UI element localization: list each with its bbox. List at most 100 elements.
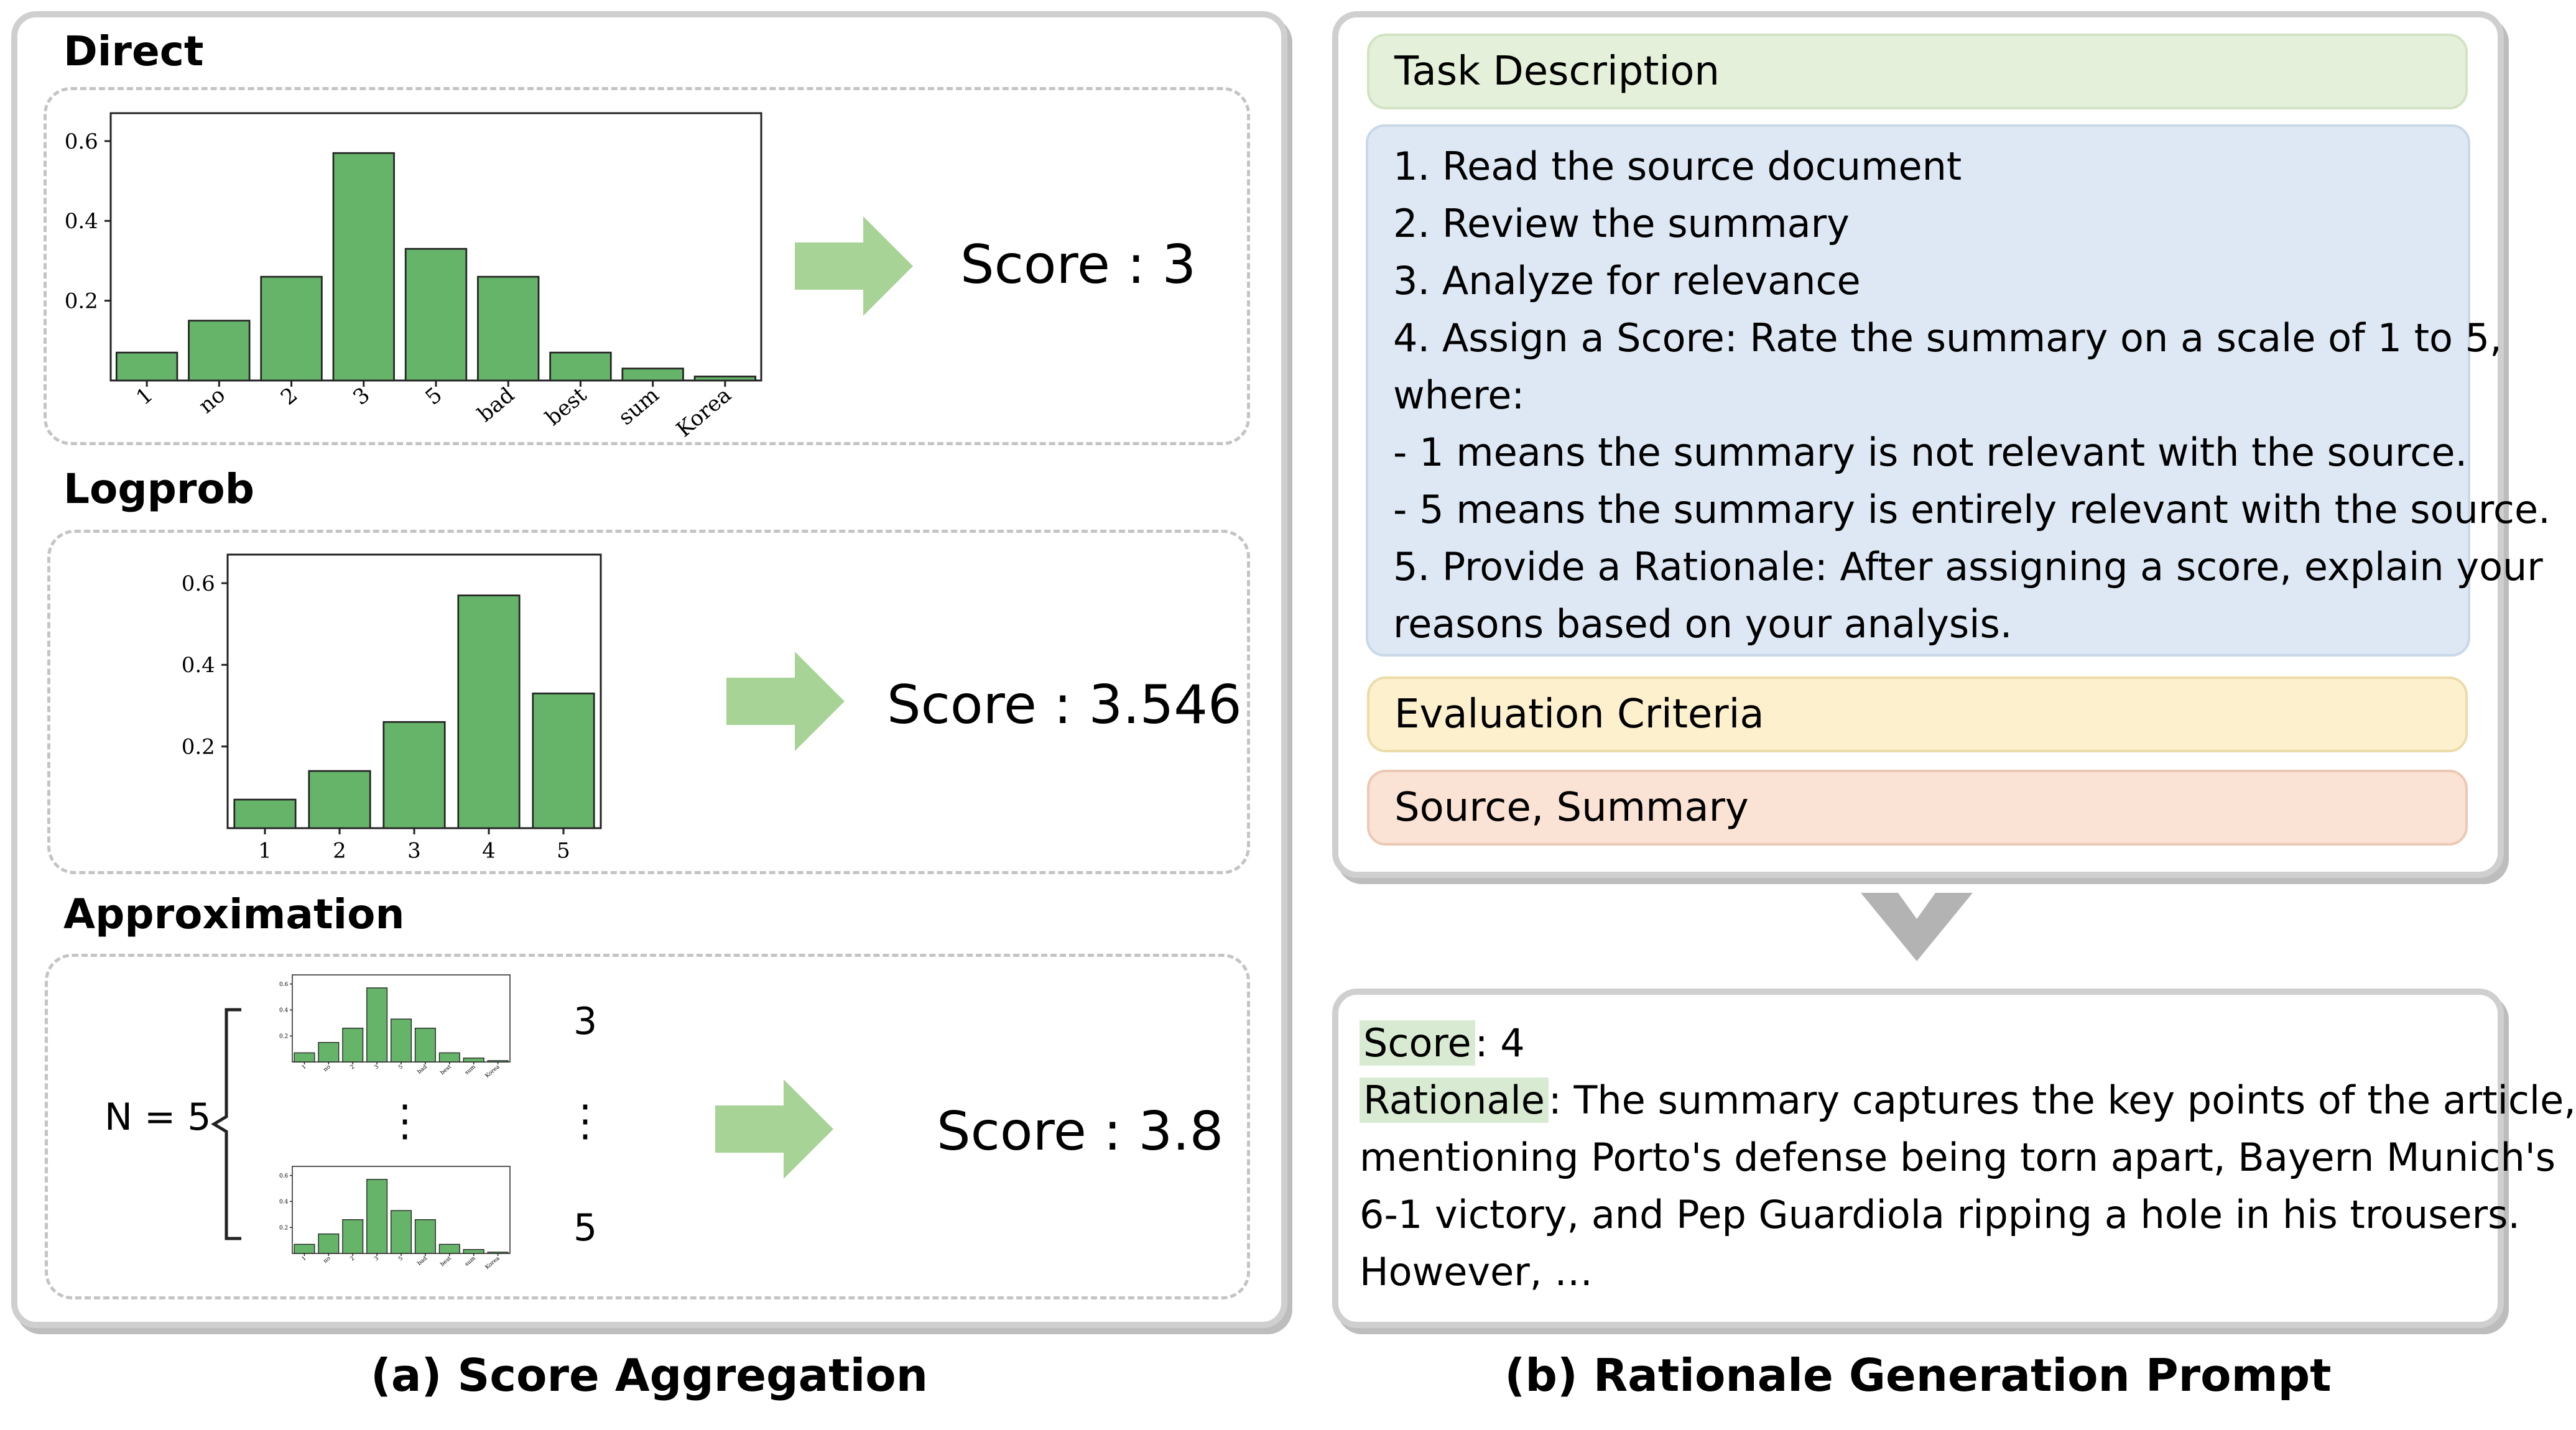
logprob-score: Score : 3.546 [887, 674, 1242, 736]
sample-score-last: 5 [573, 1206, 598, 1250]
step-line: where: [1393, 372, 1525, 418]
x-tick-label: sum [614, 382, 664, 430]
direct-box [44, 87, 1250, 445]
source-summary-box: Source, Summary [1367, 770, 2468, 846]
bar [404, 247, 468, 382]
bar [487, 1252, 509, 1254]
direct-title: Direct [63, 27, 204, 75]
x-tick-label: 2 [276, 382, 302, 410]
rationale-line: However, … [1360, 1249, 1593, 1294]
model-output: Score: 4 Rationale: The summary captures… [1360, 1015, 2576, 1301]
x-tick-label: sum [464, 1255, 477, 1268]
bar [414, 1219, 436, 1254]
bar [342, 1027, 364, 1063]
y-tick-label: 0.2 [279, 1225, 288, 1231]
bar [308, 770, 371, 829]
evaluation-criteria-box: Evaluation Criteria [1367, 676, 2468, 752]
step-line: 1. Read the source document [1393, 144, 1962, 189]
steps-box [1366, 124, 2470, 657]
bar [414, 1027, 436, 1063]
bar [693, 376, 757, 382]
x-tick-label: 2 [333, 838, 346, 863]
task-description-box: Task Description [1367, 34, 2468, 109]
y-tick-label: 0.6 [279, 1173, 289, 1179]
step-line: 4. Assign a Score: Rate the summary on a… [1393, 315, 2502, 361]
rationale-key: Rationale [1360, 1077, 1549, 1123]
bar [115, 351, 178, 382]
output-score-line: Score: 4 [1360, 1015, 2473, 1072]
score-aggregation-panel [11, 11, 1287, 1328]
score-value: : 4 [1475, 1020, 1525, 1066]
x-tick-label: 5 [397, 1255, 404, 1263]
output-panel [1332, 989, 2504, 1328]
step-line: 5. Provide a Rationale: After assigning … [1393, 544, 2543, 589]
y-tick-label: 0.2 [182, 735, 215, 760]
step-line: 2. Review the summary [1393, 201, 1850, 246]
rationale-text: : The summary captures the key points of… [1548, 1077, 2576, 1123]
x-tick-label: 5 [420, 382, 447, 410]
x-tick-label: best [540, 382, 591, 431]
bar [233, 798, 297, 829]
approximation-arrow [715, 1079, 833, 1179]
y-tick-label: 0.2 [65, 289, 98, 314]
logprob-arrow [726, 652, 845, 751]
x-tick-label: Korea [484, 1064, 502, 1079]
x-tick-label: 1 [301, 1064, 308, 1071]
y-tick-label: 0.6 [279, 982, 289, 988]
bar [487, 1060, 509, 1063]
step-line: - 5 means the summary is entirely releva… [1393, 487, 2551, 532]
bar [382, 721, 446, 829]
bar [318, 1233, 340, 1254]
approximation-score: Score : 3.8 [937, 1100, 1224, 1163]
x-tick-label: 1 [301, 1255, 308, 1262]
y-tick-label: 0.4 [279, 1008, 289, 1014]
logprob-box [47, 530, 1250, 874]
x-tick-label: no [322, 1064, 331, 1073]
x-tick-label: Korea [484, 1255, 502, 1271]
y-tick-label: 0.4 [182, 653, 215, 678]
x-tick-label: no [194, 382, 230, 418]
x-tick-label: 3 [373, 1255, 380, 1263]
approximation-box [45, 954, 1250, 1299]
bar [188, 320, 251, 382]
score-aggregation-caption: (a) Score Aggregation [371, 1349, 928, 1401]
bar [463, 1249, 484, 1254]
bar [532, 692, 595, 829]
x-tick-label: 1 [132, 382, 158, 410]
x-tick-label: 3 [348, 382, 374, 410]
x-tick-label: bad [473, 382, 519, 427]
bar [438, 1052, 460, 1063]
direct-score: Score : 3 [960, 234, 1197, 296]
score-key: Score [1360, 1020, 1475, 1066]
bar [457, 594, 521, 829]
x-tick-label: best [440, 1255, 453, 1268]
rationale-prompt-caption: (b) Rationale Generation Prompt [1504, 1349, 2332, 1401]
x-tick-label: bad [417, 1255, 429, 1267]
bar [390, 1018, 412, 1063]
direct-arrow [795, 216, 913, 316]
x-tick-label: 2 [349, 1064, 356, 1071]
step-line: 3. Analyze for relevance [1393, 258, 1861, 303]
bar [477, 275, 540, 382]
samples-vertical-ellipsis: ··· [398, 1085, 412, 1161]
bar [463, 1058, 484, 1063]
bar [294, 1243, 315, 1254]
bar [294, 1052, 315, 1063]
approximation-title: Approximation [63, 890, 405, 938]
bar [342, 1219, 364, 1254]
x-tick-label: best [440, 1064, 453, 1076]
step-line: reasons based on your analysis. [1393, 601, 2013, 647]
x-tick-label: 3 [407, 838, 421, 863]
bar [366, 1179, 388, 1254]
n-samples-label: N = 5 [104, 1096, 211, 1139]
steps-list: 1. Read the source document 2. Review th… [1393, 138, 2551, 653]
output-rationale-line: Rationale: The summary captures the key … [1360, 1072, 2576, 1129]
y-tick-label: 0.6 [65, 129, 98, 154]
bar [390, 1210, 412, 1254]
y-tick-label: 0.2 [279, 1033, 288, 1040]
scores-vertical-ellipsis: ··· [578, 1085, 592, 1161]
